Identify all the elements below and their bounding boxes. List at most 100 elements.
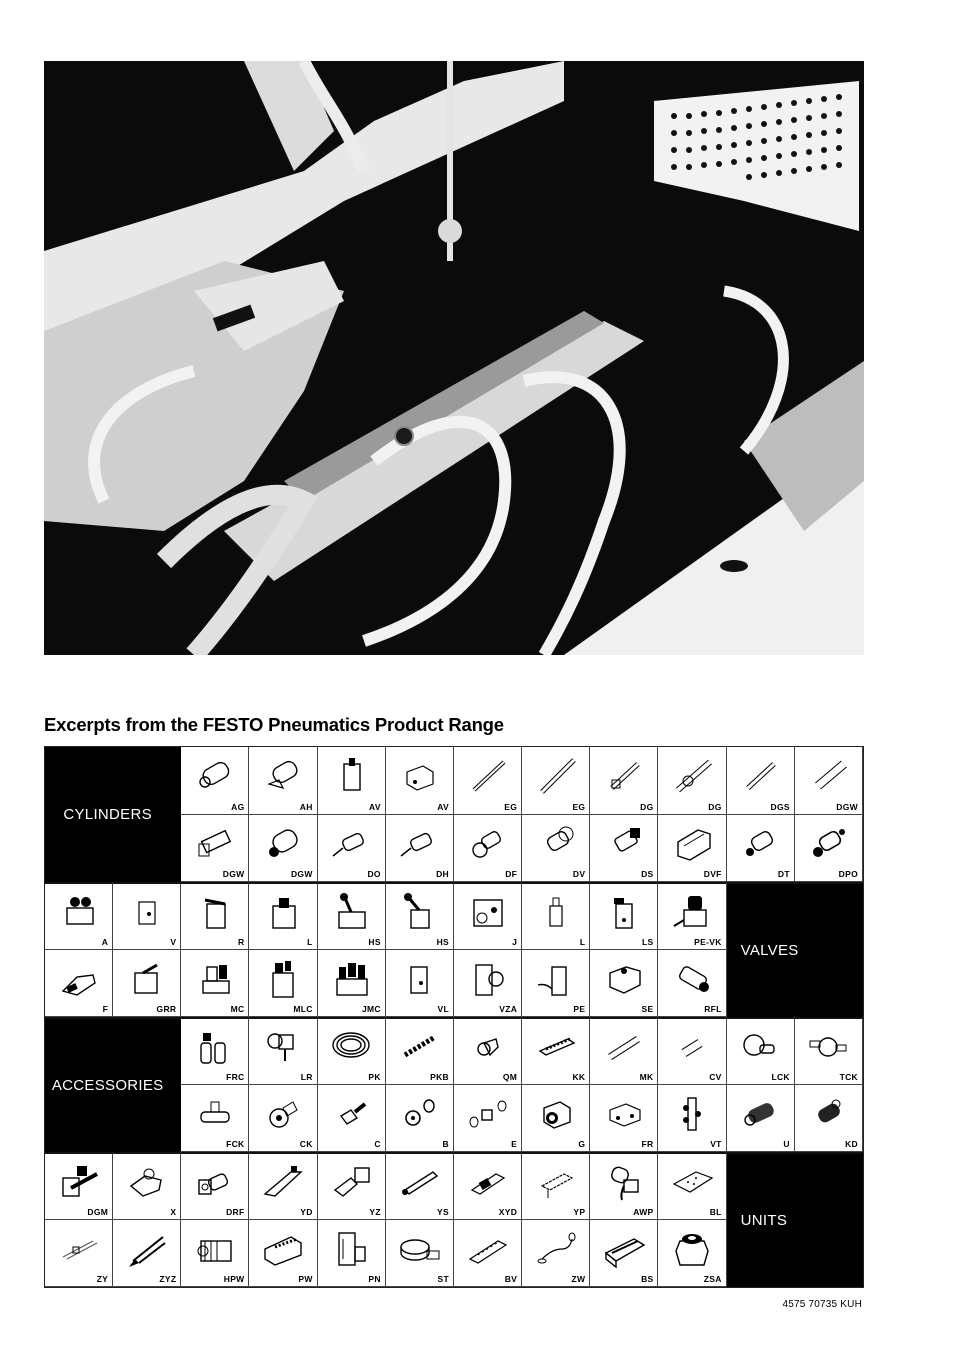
product-code: PK — [368, 1071, 381, 1082]
linear-unit-icon — [261, 1162, 305, 1202]
cable-clip-icon — [534, 1027, 578, 1067]
lever-valve-icon — [397, 892, 441, 932]
product-code: YS — [437, 1206, 449, 1217]
round-cylinder-icon — [602, 756, 646, 796]
product-code: DGW — [836, 801, 858, 812]
base-plate-icon — [670, 1162, 714, 1202]
solenoid-valve-icon — [193, 959, 237, 999]
product-cell: EG — [453, 747, 523, 815]
product-code: DF — [505, 869, 518, 879]
cylinder-icon — [193, 756, 237, 796]
tube-holder-icon — [397, 1027, 441, 1067]
product-code: GRR — [156, 1004, 177, 1014]
valve-icon — [534, 892, 578, 932]
valve-icon — [397, 959, 441, 999]
sleeve-icon — [670, 1027, 714, 1067]
product-code: DG — [640, 801, 654, 812]
banjo-icon — [534, 1094, 578, 1134]
silencer-icon — [738, 1094, 782, 1134]
product-code: HS — [436, 936, 449, 947]
product-code: BV — [504, 1274, 518, 1284]
nipple-icon — [466, 1094, 510, 1134]
valve-terminal-icon — [193, 1229, 237, 1269]
coupling-icon — [466, 1027, 510, 1067]
product-code: ZY — [96, 1274, 109, 1284]
product-code: SE — [641, 1004, 654, 1014]
product-code: FCK — [226, 1139, 245, 1149]
product-cell: DT — [726, 814, 795, 882]
rotary-unit-icon — [193, 1162, 237, 1202]
product-code: VT — [710, 1139, 722, 1149]
product-code: J — [512, 936, 518, 947]
product-cell: DGW — [794, 747, 863, 815]
product-cell: MC — [181, 949, 250, 1017]
product-cell: LS — [590, 882, 659, 950]
product-code: PW — [298, 1274, 313, 1284]
product-cell: DGW — [249, 814, 318, 882]
category-label-accessories: ACCESSORIES — [51, 1076, 164, 1094]
product-cell: DGS — [726, 747, 795, 815]
product-code: B — [442, 1139, 449, 1149]
square-cylinder-icon — [670, 824, 714, 864]
category-valves: VALVES — [726, 882, 863, 1017]
guide-slide-icon — [602, 1229, 646, 1269]
category-label-cylinders: CYLINDERS — [63, 805, 152, 823]
product-code: CK — [299, 1139, 313, 1149]
product-cell: MLC — [249, 949, 318, 1017]
product-code: HPW — [223, 1274, 245, 1284]
slide-unit-icon — [466, 1229, 510, 1269]
cylinder-icon — [466, 824, 510, 864]
product-cell: AV — [385, 747, 454, 815]
product-code: FR — [641, 1139, 654, 1149]
foot-pedal-icon — [57, 959, 101, 999]
product-cell: R — [181, 882, 250, 950]
product-code: DPO — [838, 869, 858, 879]
product-cell: ZYZ — [113, 1219, 182, 1287]
product-cell: VZA — [453, 949, 523, 1017]
product-code: PE-VK — [694, 936, 722, 947]
round-cylinder-icon — [738, 756, 782, 796]
product-cell: LCK — [726, 1017, 795, 1085]
product-cell: XYD — [453, 1152, 523, 1220]
product-cell: PE-VK — [658, 882, 727, 950]
product-cell: BS — [590, 1219, 659, 1287]
cylinder-icon — [397, 824, 441, 864]
product-code: JMC — [361, 1004, 381, 1014]
product-code: PE — [573, 1004, 586, 1014]
product-cell: HS — [317, 882, 386, 950]
fitting-icon — [670, 959, 714, 999]
category-label-units: UNITS — [740, 1211, 788, 1229]
manifold-icon — [466, 892, 510, 932]
round-cylinder-icon — [806, 756, 850, 796]
valve-icon — [125, 892, 169, 932]
cylinder-icon — [534, 824, 578, 864]
product-code: TCK — [839, 1071, 858, 1082]
lever-valve-icon — [329, 892, 373, 932]
product-cell: L — [522, 882, 591, 950]
product-code: AV — [369, 801, 381, 812]
cylinder-icon — [261, 756, 305, 796]
product-cell: J — [453, 882, 523, 950]
valve-terminal-icon — [261, 1229, 305, 1269]
product-cell: ST — [385, 1219, 454, 1287]
product-cell: CK — [249, 1084, 318, 1152]
flow-control-icon — [193, 1094, 237, 1134]
product-code: FRC — [226, 1071, 245, 1082]
product-cell: HPW — [181, 1219, 250, 1287]
product-code: HS — [368, 936, 381, 947]
product-cell: BV — [453, 1219, 523, 1287]
product-code: LCK — [771, 1071, 790, 1082]
gripper-unit-icon — [125, 1162, 169, 1202]
xy-unit-icon — [466, 1162, 510, 1202]
product-code: PN — [368, 1274, 381, 1284]
cylinder-icon — [329, 824, 373, 864]
product-cell: PK — [317, 1017, 386, 1085]
gripper-unit-icon — [329, 1162, 373, 1202]
product-code: DO — [367, 869, 381, 879]
product-code: DS — [641, 869, 654, 879]
product-cell: FCK — [181, 1084, 250, 1152]
product-cell: DPO — [794, 814, 863, 882]
product-cell: F — [45, 949, 114, 1017]
product-cell: B — [385, 1084, 454, 1152]
product-code: E — [511, 1139, 518, 1149]
